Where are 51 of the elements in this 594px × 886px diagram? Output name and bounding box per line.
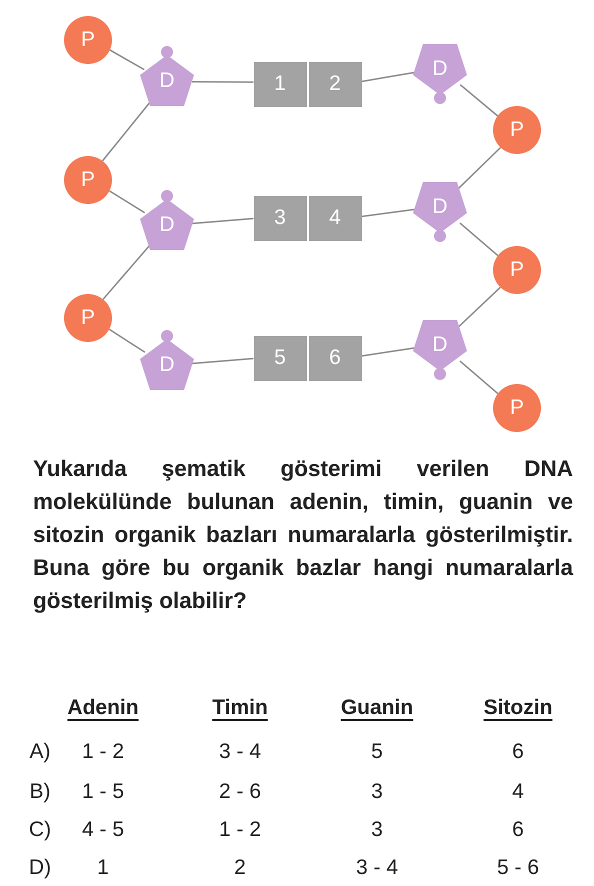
- column-header: Sitozin: [484, 696, 552, 720]
- phosphate-circle: P: [493, 384, 541, 432]
- table-cell: 5: [371, 740, 383, 764]
- base-box: 2: [308, 62, 362, 106]
- table-cell: 3: [371, 780, 383, 804]
- phosphate-circle: P: [64, 16, 112, 64]
- connector-line: [361, 208, 416, 218]
- connector-line: [459, 222, 498, 256]
- column-header: Timin: [212, 696, 268, 720]
- table-cell: 2: [234, 856, 246, 880]
- column-header: Adenin: [67, 696, 139, 720]
- connector-line: [361, 72, 416, 82]
- column-header: Guanin: [340, 696, 414, 720]
- question-text: Yukarıda şematik gösterimi verilen DNA molekülünde bulunan adenin, timin, guanin ve sitozin organik bazları numaralarla gösterilmiştir. Buna göre bu organik bazlar hangi numaralarla gösterilmiş olabilir?: [33, 455, 573, 615]
- table-cell: 5 - 6: [496, 856, 540, 880]
- table-cell: 3 - 4: [356, 856, 398, 880]
- phosphate-circle: P: [64, 294, 112, 342]
- option-letter: B): [30, 780, 50, 804]
- table-cell: 4 - 5: [82, 818, 124, 842]
- table-cell: 3 - 4: [218, 740, 262, 764]
- table-cell: 6: [512, 740, 524, 764]
- base-box: 5: [254, 336, 306, 380]
- base-box: 4: [308, 196, 362, 240]
- connector-line: [361, 347, 416, 357]
- table-cell: 4: [512, 780, 524, 804]
- phosphate-circle: P: [493, 246, 541, 294]
- connector-line: [460, 84, 498, 116]
- connector-line: [109, 190, 146, 214]
- connector-line: [108, 328, 146, 353]
- option-letter: D): [28, 856, 52, 880]
- base-box: 3: [254, 196, 306, 240]
- table-cell: 1 - 5: [82, 780, 124, 804]
- table-cell: 6: [512, 818, 524, 842]
- table-cell: 1 - 2: [218, 818, 262, 842]
- connector-line: [459, 360, 498, 394]
- connector-line: [192, 218, 254, 224]
- phosphate-circle: P: [64, 156, 112, 204]
- connector-line: [456, 146, 502, 190]
- base-box: 1: [254, 62, 306, 106]
- base-box: 6: [308, 336, 362, 380]
- connector-line: [192, 81, 254, 83]
- option-letter: A): [30, 740, 50, 764]
- table-cell: 2 - 6: [218, 780, 262, 804]
- connector-line: [456, 286, 501, 329]
- table-cell: 1: [97, 856, 109, 880]
- table-cell: 3: [371, 818, 383, 842]
- phosphate-circle: P: [493, 106, 541, 154]
- connector-line: [109, 49, 145, 70]
- table-cell: 1 - 2: [82, 740, 124, 764]
- option-letter: C): [28, 818, 52, 842]
- connector-line: [192, 358, 254, 364]
